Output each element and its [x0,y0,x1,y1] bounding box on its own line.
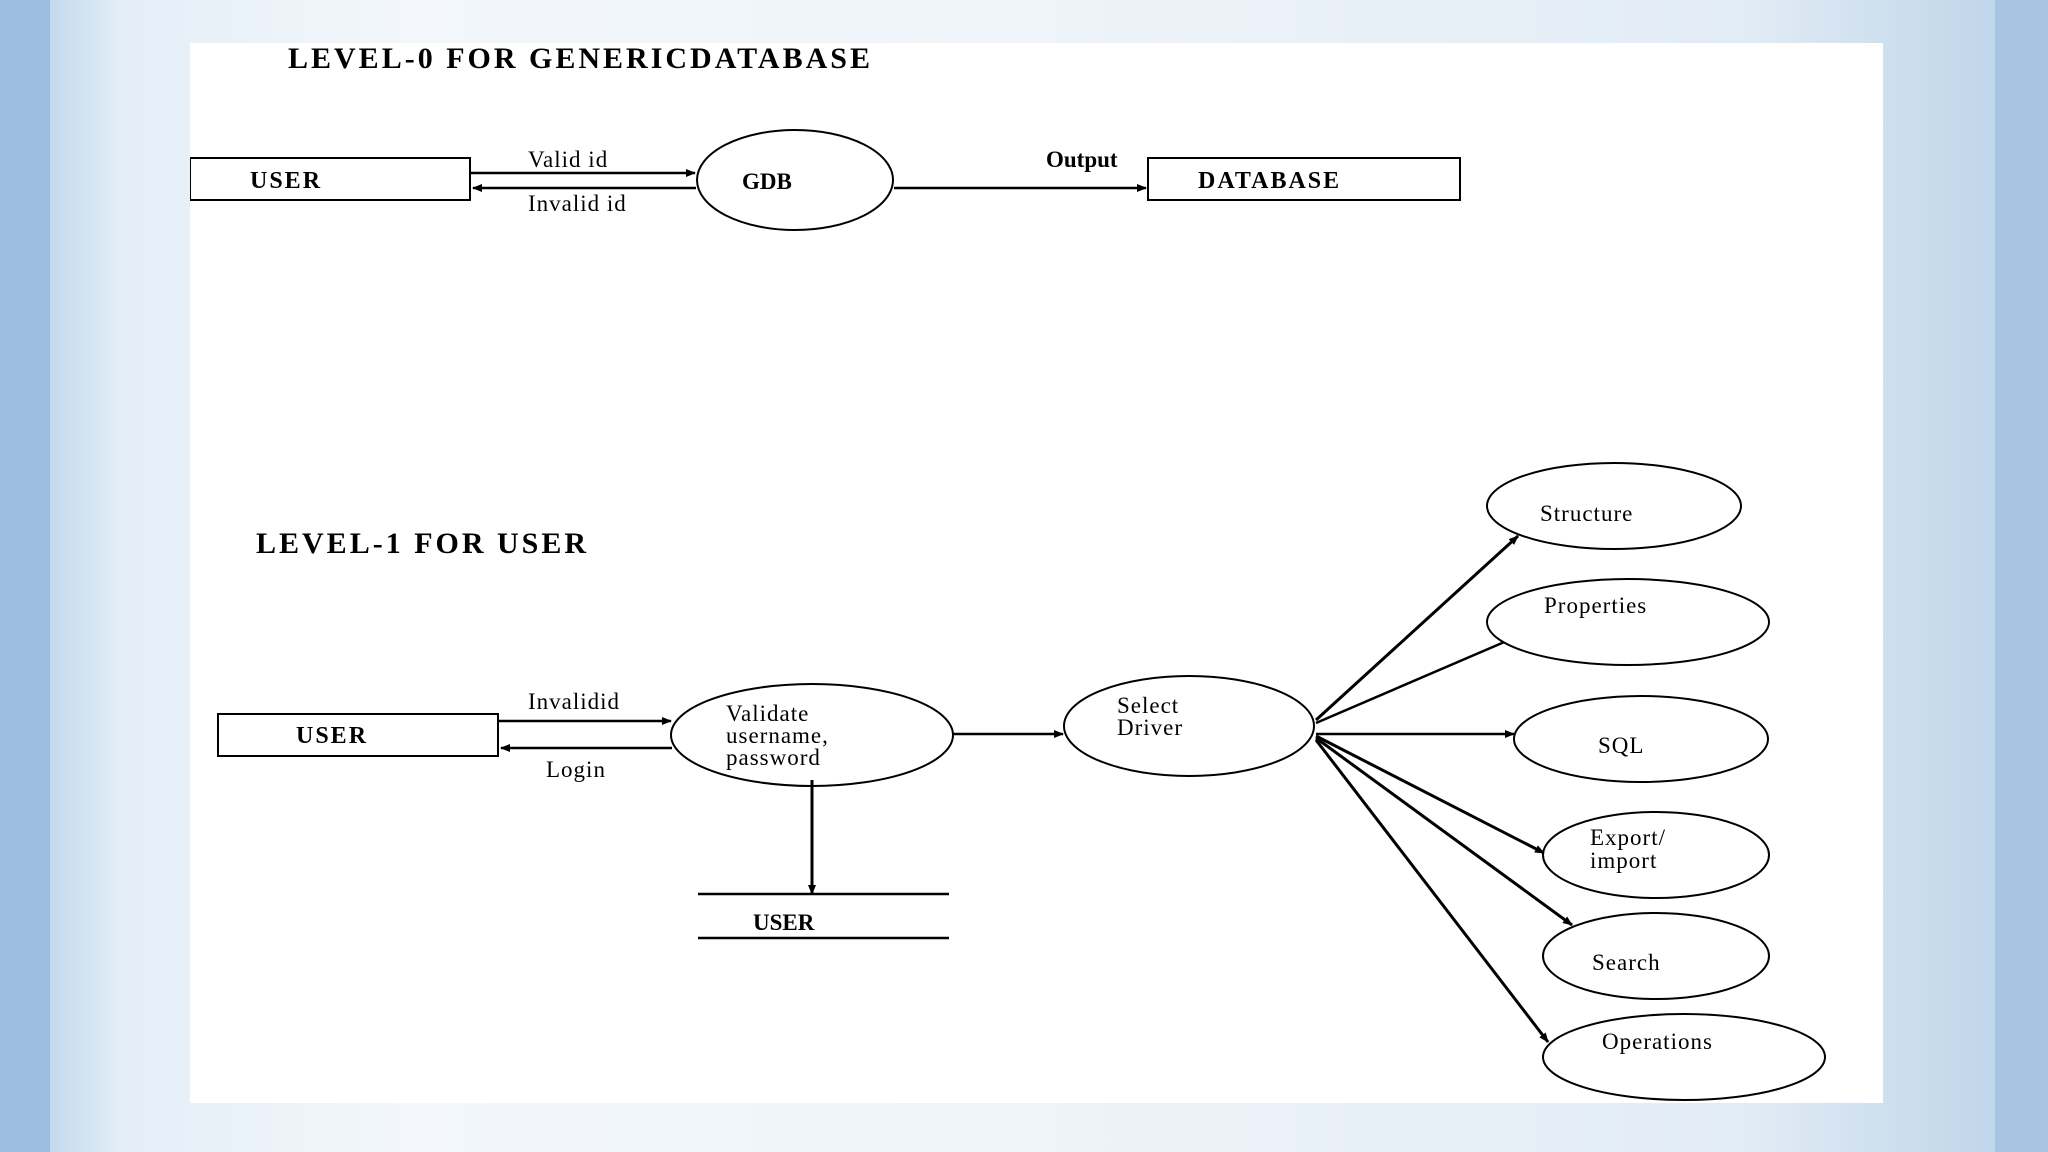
slide-canvas: LEVEL-0 FOR GENERICDATABASE USER GDB DAT… [190,43,1883,1103]
level0-user-label: USER [250,168,322,194]
level0-gdb-label: GDB [742,169,792,194]
option-properties-label: Properties [1544,593,1647,618]
validate-line-3: password [726,745,821,770]
level0-title: LEVEL-0 FOR GENERICDATABASE [288,43,873,75]
export-line-1: Export/ [1590,825,1666,850]
arrow-to-properties [1315,635,1517,725]
level1-store-label: USER [753,910,815,935]
dfd-diagram: LEVEL-0 FOR GENERICDATABASE USER GDB DAT… [190,43,1826,1101]
option-structure-label: Structure [1540,501,1633,526]
validate-line-2: username, [726,723,829,748]
export-line-2: import [1590,848,1657,873]
level0-user-entity [190,157,471,201]
option-search-label: Search [1592,950,1661,975]
level1-user-label: USER [296,723,368,749]
level0-invalid-label: Invalid id [528,191,627,216]
select-line-2: Driver [1117,715,1183,740]
arrow-to-structure [1314,534,1520,722]
option-operations [1542,1013,1826,1101]
right-decor-stripe [1995,0,2048,1152]
level0-output-label: Output [1046,147,1118,172]
level1-invalidid-label: Invalidid [528,689,620,714]
level1-select-driver-label: Select Driver [1117,693,1186,740]
option-export-import [1542,811,1770,899]
level1-title: LEVEL-1 FOR USER [256,527,589,560]
validate-line-1: Validate [726,701,809,726]
option-sql-label: SQL [1598,733,1644,758]
arrow-to-operations [1314,739,1550,1043]
level0-gdb-process [696,129,894,231]
option-structure [1486,462,1742,550]
left-decor-stripe [0,0,50,1152]
option-operations-label: Operations [1602,1029,1713,1054]
level1-select-driver-process [1063,675,1315,777]
level0-database-entity [1147,157,1461,201]
select-line-1: Select [1117,693,1179,718]
option-properties [1486,578,1770,666]
level0-valid-label: Valid id [528,147,608,172]
option-export-import-label: Export/ import [1590,825,1673,873]
option-search [1542,912,1770,1000]
arrow-to-export-import [1315,734,1545,855]
level1-user-entity [217,713,499,757]
arrow-to-search [1315,736,1573,927]
level1-login-label: Login [546,757,606,782]
level0-database-label: DATABASE [1198,168,1341,194]
option-sql [1513,695,1769,783]
level1-validate-label: Validate username, password [726,701,836,770]
